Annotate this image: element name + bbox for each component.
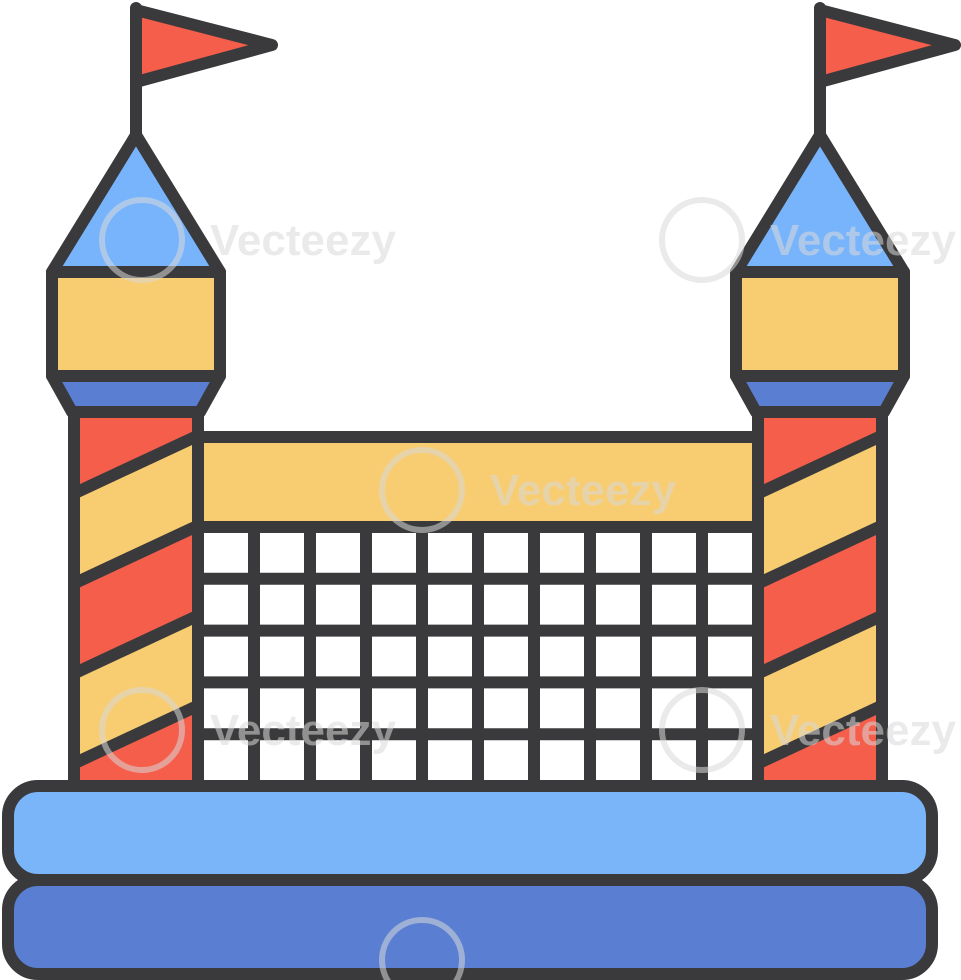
watermark-logo [99, 197, 745, 980]
inflatable-base [2, 780, 938, 980]
left-pillar-stripe-1 [74, 428, 198, 591]
right-tower [730, 2, 961, 792]
right-pillar-stripe-1 [758, 428, 882, 591]
right-pillar-stripe-2 [758, 608, 882, 771]
watermark-text-lower-left: Vecteezy [210, 706, 396, 755]
base-top-cushion [2, 780, 938, 886]
watermark-layer: Vecteezy Vecteezy Vecteezy Vecteezy Vect… [99, 197, 956, 980]
left-tower-band [46, 266, 226, 382]
watermark-text-upper-right: Vecteezy [770, 216, 956, 265]
left-tower-pillar [68, 406, 204, 792]
right-tower-band [730, 266, 910, 382]
wall-top-band [192, 431, 764, 533]
base-bottom-cushion [2, 874, 938, 980]
left-tower-roof [46, 129, 226, 278]
watermark-text-lower-right: Vecteezy [770, 706, 956, 755]
right-flag [814, 4, 961, 88]
watermark-text-center: Vecteezy [490, 466, 676, 515]
watermark-text-upper-left: Vecteezy [210, 216, 396, 265]
left-flag [130, 4, 278, 88]
